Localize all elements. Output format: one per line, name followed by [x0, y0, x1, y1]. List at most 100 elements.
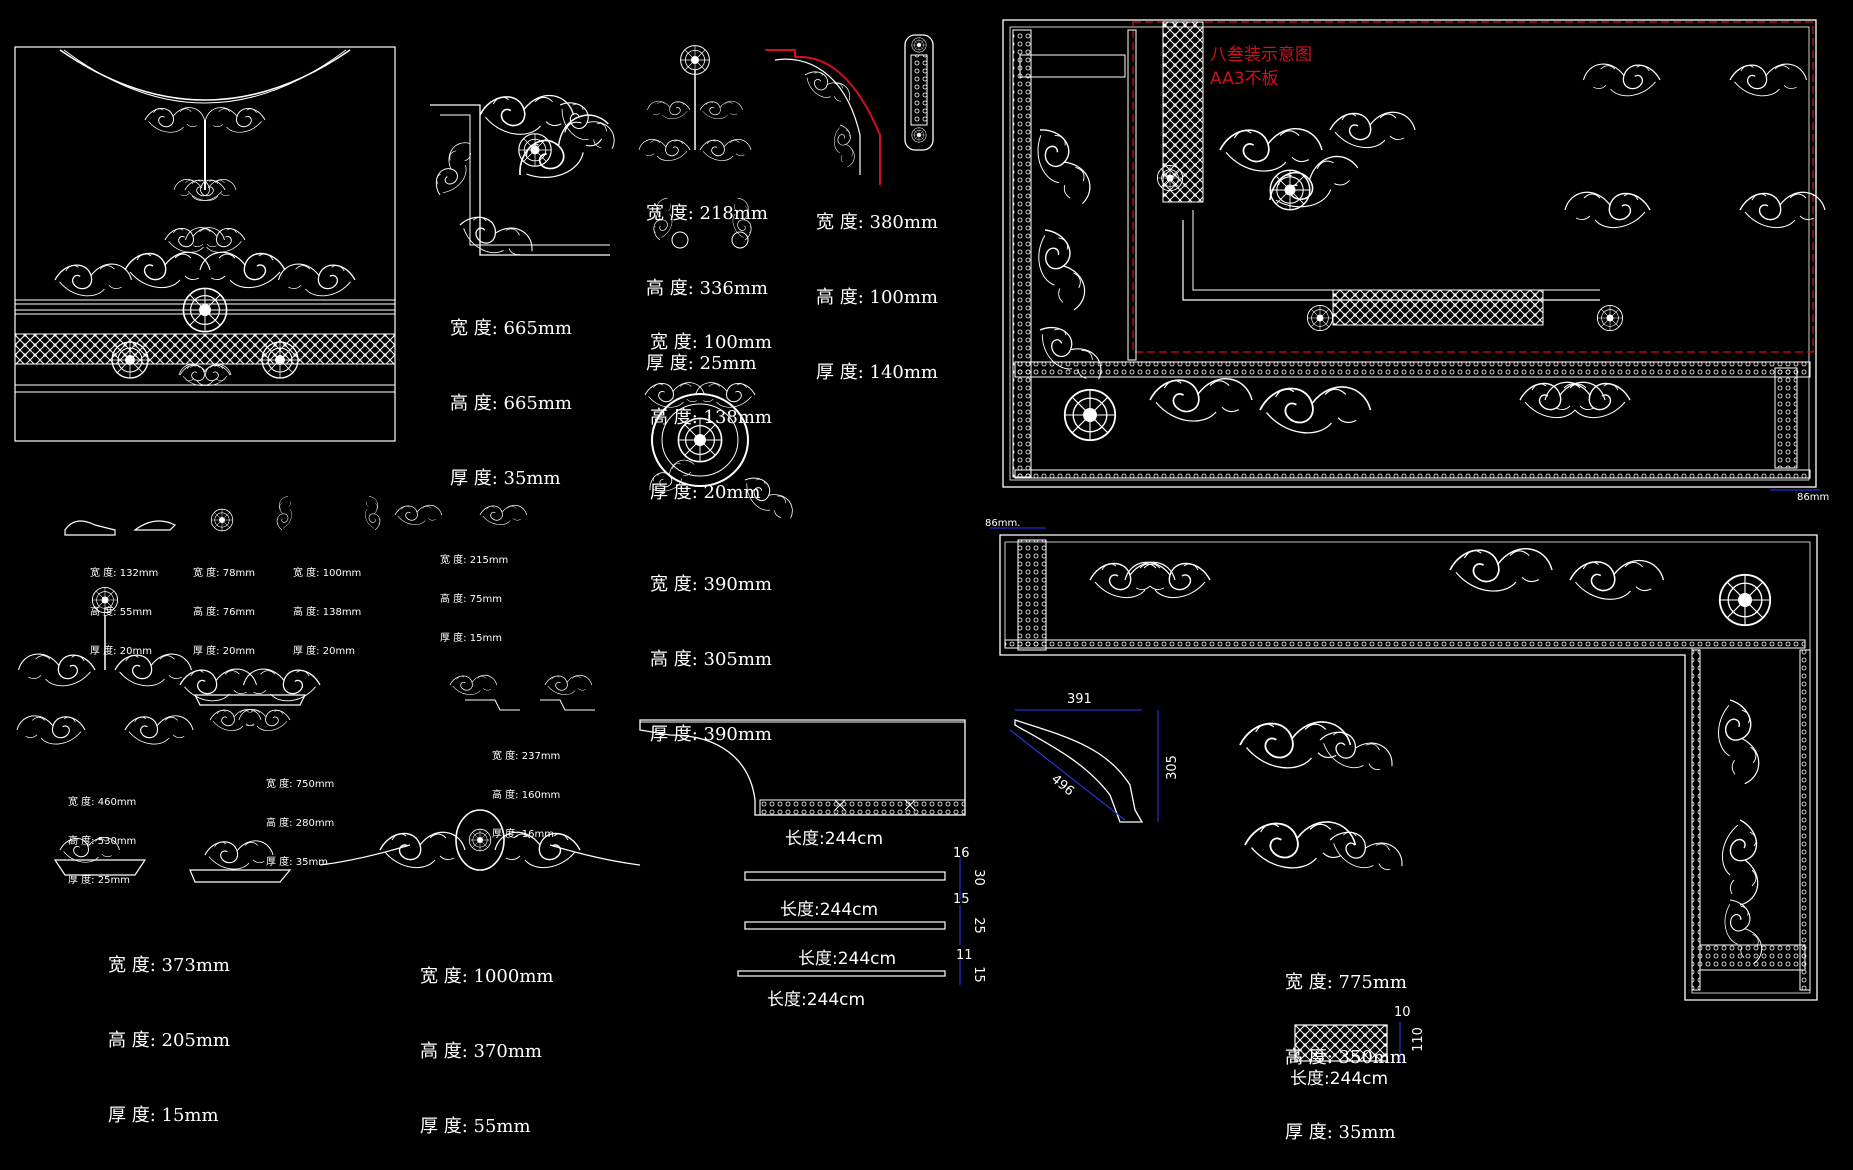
spec-height: 高 度: 370mm: [420, 1041, 543, 1062]
dim-cornice-height: 305: [1164, 755, 1180, 780]
spec-thickness: 厚 度: 35mm: [450, 468, 561, 489]
spec-thickness: 厚 度: 15mm: [108, 1105, 219, 1126]
spec-width: 宽 度: 78mm: [193, 568, 255, 579]
spec-215: 宽 度: 215mm 高 度: 75mm 厚 度: 15mm: [440, 528, 508, 658]
spec-237: 宽 度: 237mm 高 度: 160mm 厚 度: 16mm: [492, 724, 560, 854]
frame-assembly-top: [1002, 19, 1826, 488]
dim-bar3-height: 15: [970, 966, 986, 983]
spec-height: 高 度: 75mm: [440, 594, 502, 605]
length-label-bar2: 长度:244cm: [798, 949, 897, 969]
spec-380: 宽 度: 380mm 高 度: 100mm 厚 度: 140mm: [816, 160, 938, 410]
dim-bar3-width: 11: [956, 948, 973, 963]
length-label-bar1: 长度:244cm: [780, 900, 879, 920]
spec-width: 宽 度: 237mm: [492, 751, 561, 762]
basket-pair-373: [53, 837, 292, 883]
small-pieces-row: [64, 495, 528, 536]
length-label-lattice: 长度:244cm: [1290, 1069, 1389, 1089]
spec-460: 宽 度: 460mm 高 度: 530mm 厚 度: 25mm: [68, 770, 136, 900]
corbel-profile-380: [765, 49, 881, 185]
spec-width: 宽 度: 100mm: [293, 568, 362, 579]
wall-elevation-panel: [14, 46, 396, 442]
dim-bar2-width: 15: [953, 892, 970, 907]
bracket-elevation: [904, 34, 934, 151]
spec-height: 高 度: 205mm: [108, 1030, 231, 1051]
spec-750: 宽 度: 750mm 高 度: 280mm 厚 度: 35mm: [266, 752, 334, 882]
spec-width: 宽 度: 390mm: [650, 574, 773, 595]
spec-height: 高 度: 76mm: [193, 607, 255, 618]
dim-frame-86-right: 86mm: [1797, 492, 1830, 503]
spec-thickness: 厚 度: 140mm: [816, 362, 939, 383]
red-title-line2: AA3不板: [1210, 69, 1279, 89]
spec-thickness: 厚 度: 16mm: [492, 829, 554, 840]
corner-ornament-665: [428, 93, 622, 267]
spec-width: 宽 度: 1000mm: [420, 966, 554, 987]
dim-frame-86-left: 86mm.: [985, 518, 1021, 529]
spec-height: 高 度: 530mm: [68, 836, 137, 847]
spec-height: 高 度: 55mm: [90, 607, 152, 618]
spec-height: 高 度: 160mm: [492, 790, 561, 801]
spec-height: 高 度: 138mm: [293, 607, 362, 618]
spec-width: 宽 度: 665mm: [450, 318, 573, 339]
spec-thickness: 厚 度: 15mm: [440, 633, 502, 644]
spec-width: 宽 度: 380mm: [816, 212, 939, 233]
spec-218: 宽 度: 218mm 高 度: 336mm 厚 度: 25mm: [646, 151, 768, 401]
length-label-bar3: 长度:244cm: [767, 990, 866, 1010]
acanthus-scroll-775: [1239, 721, 1408, 882]
ornament-460: [16, 586, 194, 745]
vertical-ornament-218: [638, 45, 752, 161]
crown-molding-profile: [639, 719, 966, 816]
spec-height: 高 度: 100mm: [816, 287, 939, 308]
bar-profiles: [737, 857, 961, 985]
dim-lattice-width: 10: [1394, 1005, 1411, 1020]
scroll-pair-100: [650, 196, 755, 249]
spec-thickness: 厚 度: 25mm: [646, 353, 757, 374]
spec-height: 高 度: 305mm: [650, 649, 773, 670]
dim-bar1-width: 16: [953, 846, 970, 861]
spec-thickness: 厚 度: 35mm: [1285, 1122, 1396, 1143]
dim-lattice-height: 110: [1410, 1027, 1426, 1052]
spec-775: 宽 度: 775mm 高 度: 350mm 厚 度: 35mm: [1285, 920, 1407, 1170]
spec-thickness: 厚 度: 20mm: [90, 646, 152, 657]
ornament-pair-237: [449, 674, 595, 711]
dim-cornice-width: 391: [1067, 692, 1092, 707]
lattice-strip: [1294, 1022, 1401, 1062]
spec-373: 宽 度: 373mm 高 度: 205mm 厚 度: 15mm: [108, 903, 230, 1153]
ornament-basket-750: [179, 668, 321, 731]
spec-1000: 宽 度: 1000mm 高 度: 370mm 厚 度: 55mm: [420, 914, 553, 1164]
cornice-section: [1009, 709, 1159, 823]
spec-100: 宽 度: 100mm 高 度: 138mm 厚 度: 20mm: [650, 280, 772, 530]
spec-78: 宽 度: 78mm 高 度: 76mm 厚 度: 20mm: [193, 541, 255, 671]
cherub-cartouche-1000: [319, 809, 641, 871]
dim-bar1-height: 30: [970, 869, 986, 886]
spec-390: 宽 度: 390mm 高 度: 305mm 厚 度: 390mm: [650, 522, 772, 772]
spec-thickness: 厚 度: 55mm: [420, 1116, 531, 1137]
spec-width: 宽 度: 100mm: [650, 332, 773, 353]
spec-height: 高 度: 280mm: [266, 818, 335, 829]
spec-height: 高 度: 350mm: [1285, 1047, 1408, 1068]
spec-width: 宽 度: 132mm: [90, 568, 159, 579]
medallion-390: [644, 382, 800, 529]
spec-665: 宽 度: 665mm 高 度: 665mm 厚 度: 35mm: [450, 266, 572, 516]
dim-bar2-height: 25: [970, 917, 986, 934]
spec-thickness: 厚 度: 35mm: [266, 857, 328, 868]
frame-assembly-l: [990, 489, 1820, 1001]
cad-drawing-canvas: [14, 19, 1826, 1062]
red-title-line1: 八叁装示意图: [1210, 45, 1312, 65]
spec-thickness: 厚 度: 20mm: [193, 646, 255, 657]
spec-thickness: 厚 度: 390mm: [650, 724, 773, 745]
spec-height: 高 度: 336mm: [646, 278, 769, 299]
spec-width: 宽 度: 218mm: [646, 203, 769, 224]
spec-height: 高 度: 665mm: [450, 393, 573, 414]
spec-thickness: 厚 度: 25mm: [68, 875, 130, 886]
spec-width: 宽 度: 215mm: [440, 555, 509, 566]
spec-width: 宽 度: 373mm: [108, 955, 231, 976]
spec-100-small: 宽 度: 100mm 高 度: 138mm 厚 度: 20mm: [293, 541, 361, 671]
length-label-crown: 长度:244cm: [785, 829, 884, 849]
spec-132: 宽 度: 132mm 高 度: 55mm 厚 度: 20mm: [90, 541, 158, 671]
spec-width: 宽 度: 775mm: [1285, 972, 1408, 993]
spec-width: 宽 度: 750mm: [266, 779, 335, 790]
spec-thickness: 厚 度: 20mm: [650, 482, 761, 503]
spec-width: 宽 度: 460mm: [68, 797, 137, 808]
spec-thickness: 厚 度: 20mm: [293, 646, 355, 657]
spec-height: 高 度: 138mm: [650, 407, 773, 428]
